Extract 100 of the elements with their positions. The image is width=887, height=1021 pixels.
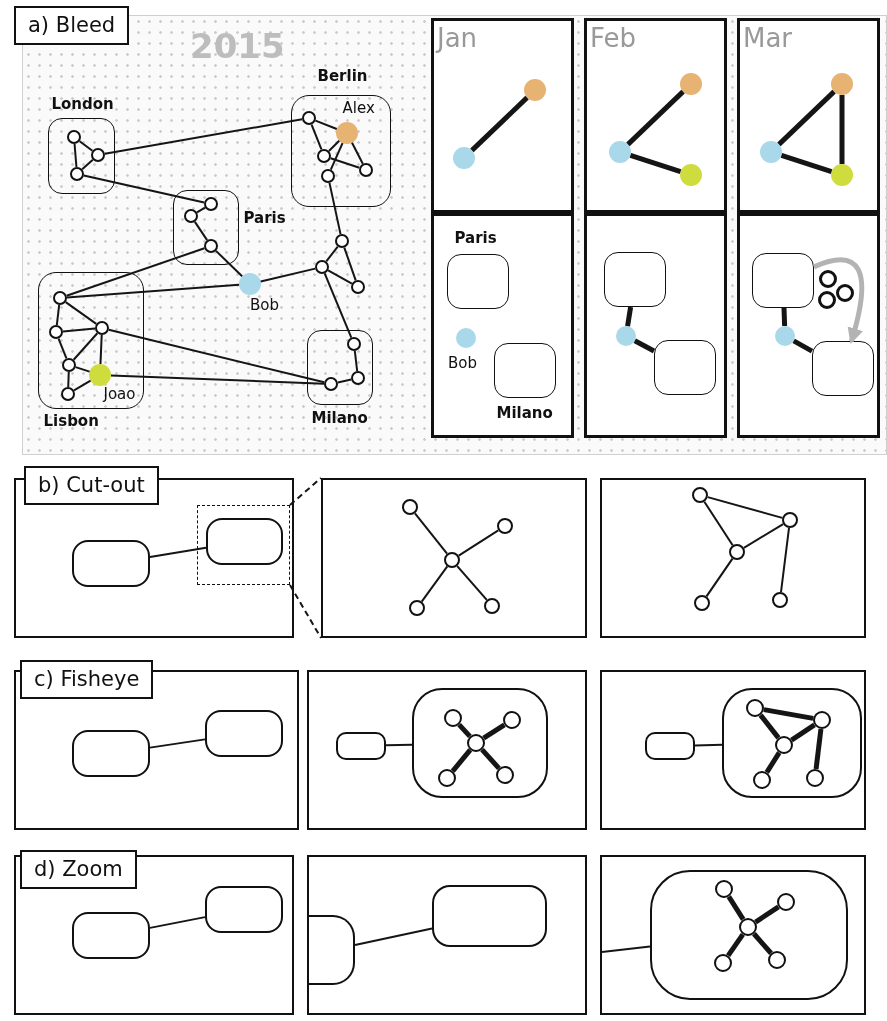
connector-line xyxy=(790,722,816,743)
connector-line xyxy=(703,500,734,547)
node-caption: Bob xyxy=(448,355,477,372)
connector-line xyxy=(354,927,433,947)
node-circle xyxy=(616,326,636,346)
connector-line xyxy=(73,143,78,168)
connector-line xyxy=(777,89,836,147)
connector-line xyxy=(327,139,341,153)
node-circle xyxy=(496,766,514,784)
connector-line xyxy=(343,246,357,282)
curved-arrow xyxy=(813,257,865,345)
connector-line xyxy=(65,247,206,297)
node-circle xyxy=(715,880,733,898)
panel-tab: d) Zoom xyxy=(20,850,137,890)
group-box xyxy=(645,732,695,760)
connector-line xyxy=(413,512,449,555)
group-label: London xyxy=(51,95,114,112)
panel-frame xyxy=(307,670,587,830)
node-circle xyxy=(183,208,198,223)
connector-line xyxy=(752,932,773,955)
connector-line xyxy=(110,374,325,385)
group-box xyxy=(72,730,150,777)
node-caption: Alex xyxy=(342,99,375,116)
connector-line xyxy=(470,95,529,153)
panel-tab: a) Bleed xyxy=(14,6,130,46)
connector-line xyxy=(758,713,781,740)
connector-line xyxy=(457,529,500,557)
connector-line xyxy=(706,496,784,519)
node-circle xyxy=(609,141,631,163)
node-circle xyxy=(335,234,349,248)
connector-line xyxy=(781,307,788,327)
group-label: Paris xyxy=(243,209,286,226)
connector-line xyxy=(149,738,206,749)
connector-line xyxy=(754,904,780,925)
node-caption: Joao xyxy=(103,385,136,402)
connector-line xyxy=(694,743,723,747)
connector-line xyxy=(839,95,845,164)
node-circle xyxy=(503,711,521,729)
connector-line xyxy=(99,334,103,365)
connector-line xyxy=(726,895,746,921)
connector-line xyxy=(742,523,785,549)
panel-frame xyxy=(600,478,866,638)
connector-line xyxy=(726,932,745,958)
connector-line xyxy=(61,327,97,333)
connector-line xyxy=(482,722,506,741)
group-box xyxy=(72,540,150,587)
connector-line xyxy=(107,328,326,384)
node-circle xyxy=(777,893,795,911)
node-circle xyxy=(402,499,418,515)
node-circle xyxy=(768,951,786,969)
node-circle xyxy=(94,320,109,335)
group-box xyxy=(336,732,386,760)
node-circle xyxy=(680,164,702,186)
group-box xyxy=(309,915,355,985)
connector-line xyxy=(457,722,472,739)
panel-frame xyxy=(600,670,866,830)
connector-line xyxy=(196,206,206,214)
connector-line xyxy=(601,945,651,953)
group-box xyxy=(722,688,862,798)
panel-frame xyxy=(737,18,880,213)
connector-line xyxy=(82,174,206,204)
node-circle xyxy=(438,769,456,787)
connector-line xyxy=(625,306,634,327)
node-circle xyxy=(203,196,218,211)
node-circle xyxy=(444,552,460,568)
group-label: Berlin xyxy=(317,67,368,84)
node-circle xyxy=(775,736,793,754)
connector-line xyxy=(450,748,473,773)
node-circle xyxy=(836,284,854,302)
month-label: Jan xyxy=(437,24,478,53)
connector-line xyxy=(705,557,734,598)
group-box xyxy=(654,340,716,395)
connector-line xyxy=(325,245,339,263)
selection-rectangle xyxy=(197,505,290,585)
connector-line xyxy=(215,249,244,278)
panel-frame xyxy=(584,213,727,438)
node-circle xyxy=(320,168,335,183)
node-circle xyxy=(350,370,365,385)
connector-line xyxy=(72,332,99,361)
node-circle xyxy=(61,357,76,372)
panel-frame xyxy=(431,213,574,438)
node-circle xyxy=(444,709,462,727)
group-box xyxy=(650,870,848,1000)
connector-line xyxy=(351,141,364,165)
node-circle xyxy=(358,162,373,177)
node-circle xyxy=(831,73,853,95)
connector-line xyxy=(780,153,833,174)
node-circle xyxy=(484,598,500,614)
node-circle xyxy=(782,512,798,528)
node-circle xyxy=(60,386,75,401)
dashed-line xyxy=(289,477,322,506)
group-label: Lisbon xyxy=(43,412,99,429)
node-circle xyxy=(69,166,84,181)
connector-line xyxy=(626,89,685,147)
node-circle xyxy=(831,164,853,186)
group-label: Milano xyxy=(496,404,553,421)
connector-line xyxy=(780,526,790,594)
panel-frame xyxy=(307,855,587,1015)
node-caption: Bob xyxy=(250,297,279,314)
connector-line xyxy=(329,157,361,169)
